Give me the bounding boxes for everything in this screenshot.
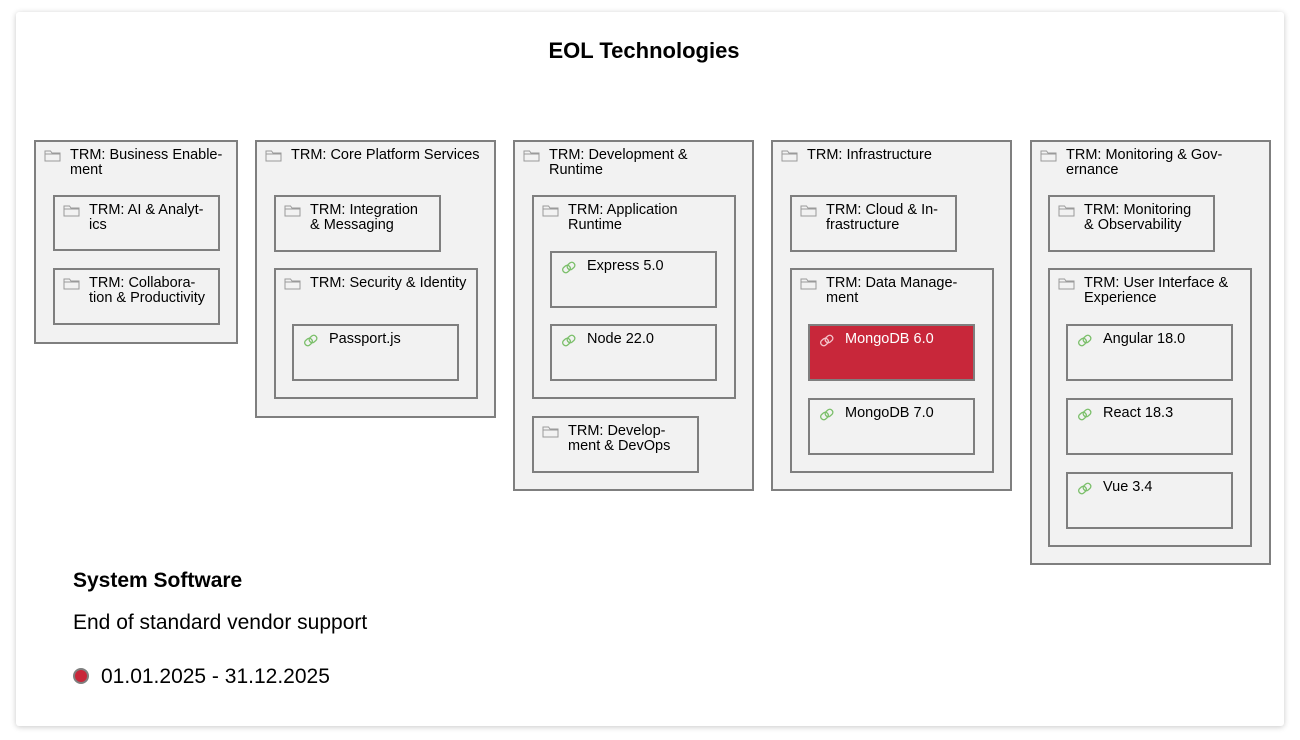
folder-icon — [284, 277, 302, 296]
group-ai-analytics[interactable]: TRM: AI & Analyt- ics — [53, 195, 220, 251]
tech-label: Vue 3.4 — [1103, 479, 1153, 495]
tech-mongodb-6[interactable]: MongoDB 6.0 — [808, 324, 975, 381]
group-development-devops[interactable]: TRM: Develop- ment & DevOps — [532, 416, 699, 473]
group-label: TRM: Application Runtime — [568, 202, 678, 233]
group-label: TRM: Cloud & In- frastructure — [826, 202, 938, 233]
group-integration-messaging[interactable]: TRM: Integration & Messaging — [274, 195, 441, 252]
group-label: TRM: Monitoring & Observability — [1084, 202, 1192, 233]
tech-label: MongoDB 7.0 — [845, 405, 934, 421]
group-label: TRM: Monitoring & Gov- ernance — [1066, 147, 1223, 178]
folder-icon — [63, 277, 81, 296]
component-icon — [818, 407, 836, 428]
group-label: TRM: AI & Analyt- ics — [89, 202, 204, 233]
group-label: TRM: Develop- ment & DevOps — [568, 423, 671, 454]
tech-passportjs[interactable]: Passport.js — [292, 324, 459, 381]
folder-icon — [542, 204, 560, 223]
group-label: TRM: Collabora- tion & Productivity — [89, 275, 206, 306]
tech-vue[interactable]: Vue 3.4 — [1066, 472, 1233, 529]
diagram-title: EOL Technologies — [548, 38, 740, 63]
group-cloud-infrastructure[interactable]: TRM: Cloud & In- frastructure — [790, 195, 957, 252]
folder-icon — [44, 149, 62, 168]
tech-label: React 18.3 — [1103, 405, 1174, 421]
folder-icon — [1040, 149, 1058, 168]
group-label: TRM: User Interface & Experience — [1084, 275, 1229, 306]
group-label: TRM: Business Enable- ment — [70, 147, 223, 178]
group-label: TRM: Development & Runtime — [549, 147, 688, 178]
group-label: TRM: Integration & Messaging — [310, 202, 418, 233]
group-label: TRM: Data Manage- ment — [826, 275, 958, 306]
folder-icon — [800, 204, 818, 223]
tech-angular[interactable]: Angular 18.0 — [1066, 324, 1233, 381]
legend-subtitle: End of standard vendor support — [73, 611, 368, 634]
tech-mongodb-7[interactable]: MongoDB 7.0 — [808, 398, 975, 455]
tech-label: Node 22.0 — [587, 331, 654, 347]
legend-swatch — [73, 668, 89, 684]
folder-icon — [265, 149, 283, 168]
group-monitoring-observability[interactable]: TRM: Monitoring & Observability — [1048, 195, 1215, 252]
tech-express[interactable]: Express 5.0 — [550, 251, 717, 308]
group-label: TRM: Infrastructure — [807, 147, 932, 163]
component-icon — [1076, 333, 1094, 354]
component-icon — [818, 333, 836, 354]
group-label: TRM: Core Platform Services — [291, 147, 480, 163]
legend-title: System Software — [73, 569, 243, 592]
tech-label: Angular 18.0 — [1103, 331, 1186, 347]
folder-icon — [781, 149, 799, 168]
tech-node[interactable]: Node 22.0 — [550, 324, 717, 381]
component-icon — [1076, 407, 1094, 428]
folder-icon — [523, 149, 541, 168]
tech-label: Express 5.0 — [587, 258, 664, 274]
tech-react[interactable]: React 18.3 — [1066, 398, 1233, 455]
component-icon — [560, 260, 578, 281]
component-icon — [560, 333, 578, 354]
component-icon — [302, 333, 320, 354]
folder-icon — [542, 425, 560, 444]
component-icon — [1076, 481, 1094, 502]
folder-icon — [284, 204, 302, 223]
folder-icon — [1058, 204, 1076, 223]
folder-icon — [800, 277, 818, 296]
group-collaboration[interactable]: TRM: Collabora- tion & Productivity — [53, 268, 220, 325]
tech-label: MongoDB 6.0 — [845, 331, 934, 347]
group-label: TRM: Security & Identity — [310, 275, 467, 291]
folder-icon — [63, 204, 81, 223]
legend-range: 01.01.2025 - 31.12.2025 — [101, 665, 330, 688]
folder-icon — [1058, 277, 1076, 296]
tech-label: Passport.js — [329, 331, 401, 347]
